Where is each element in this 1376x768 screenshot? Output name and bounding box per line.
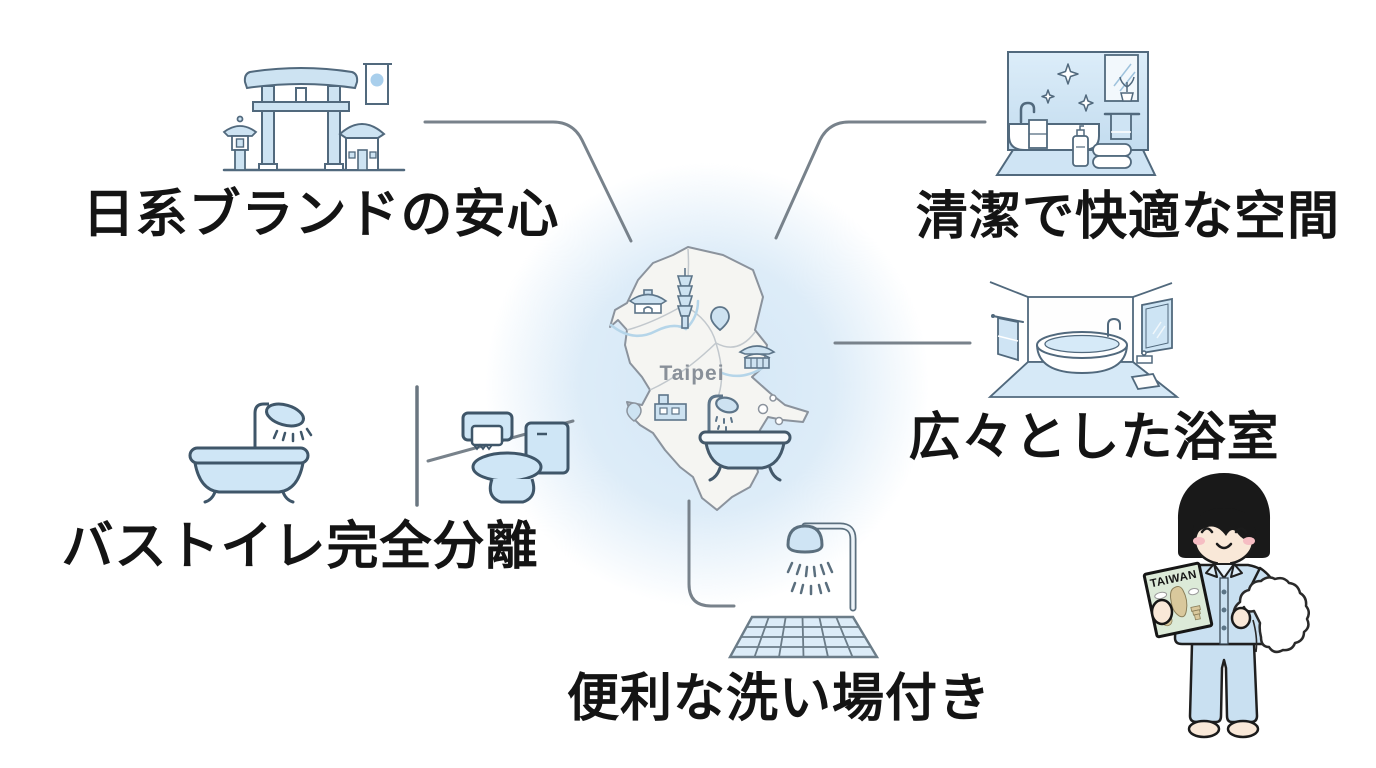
building-icon — [654, 394, 687, 421]
feature-label-spacious-bathroom: 広々とした浴室 — [908, 409, 1280, 467]
wall-towel — [991, 314, 1024, 362]
tub-faucet — [1019, 101, 1036, 124]
toilet-paper-holder — [461, 411, 514, 451]
connector-clean-space — [774, 120, 987, 240]
temple-icon — [738, 345, 776, 369]
tiled-floor — [727, 615, 880, 659]
folded-towels — [1092, 143, 1132, 169]
bathtub — [188, 446, 310, 504]
hand-fist — [1230, 606, 1252, 630]
islet-bubbles — [757, 394, 784, 426]
stone-lantern — [222, 115, 258, 171]
feature-label-separate-bath-toilet: バストイレ完全分離 — [61, 518, 539, 576]
foot-right — [1226, 719, 1260, 739]
window — [1141, 297, 1173, 355]
shower-pipe — [801, 522, 857, 612]
torii-gate — [243, 67, 359, 171]
shower-tiled-floor-icon — [727, 522, 880, 659]
shower-over-tub — [253, 402, 313, 449]
map-label: Taipei — [659, 362, 724, 385]
taipei-101-icon — [676, 268, 694, 329]
taiwan-island-shape — [1169, 586, 1188, 618]
hair-fringe — [1192, 508, 1256, 541]
feature-label-washing-area: 便利な洗い場付き — [566, 670, 991, 728]
taipei-map-illustration: Taipei — [609, 246, 809, 511]
shrine-building — [338, 123, 386, 171]
toilet — [471, 421, 570, 504]
towel-rack — [1103, 112, 1141, 140]
pajama-pants — [1188, 642, 1259, 724]
memorial-gate-icon — [628, 289, 668, 314]
feature-label-japanese-brand: 日系ブランドの安心 — [82, 186, 560, 244]
face-features — [1193, 527, 1255, 550]
connector-japanese-brand — [423, 120, 633, 243]
hanging-banner — [363, 63, 392, 105]
closed-eyes — [1200, 527, 1248, 534]
smile — [1215, 542, 1233, 550]
location-pin-icon — [710, 306, 730, 332]
bathtub-toilet-divided-icon — [188, 385, 570, 507]
shower-head — [786, 524, 824, 554]
cheek-left — [1193, 537, 1205, 545]
room-perspective-lines — [989, 281, 1178, 398]
taiwan-guidebook: TAIWAN — [1142, 561, 1214, 639]
white-towel — [1232, 576, 1310, 654]
hand-on-book — [1150, 598, 1174, 626]
wall-shower-control — [1136, 350, 1153, 364]
feature-label-clean-space: 清潔で快適な空間 — [915, 188, 1340, 246]
towel-fold-line — [1252, 619, 1258, 653]
water-drops — [786, 561, 834, 596]
map-bathtub-icon — [698, 430, 792, 482]
soap-bottle — [1072, 125, 1089, 167]
plant — [1119, 76, 1135, 102]
pajama-girl-mascot: TAIWAN — [1142, 473, 1310, 739]
drain-mat — [1130, 373, 1161, 390]
clean-bathroom-icon — [995, 51, 1157, 176]
torii-shrine-icon — [222, 63, 406, 172]
sparkle-icons — [1041, 63, 1094, 112]
collar-and-buttons — [1205, 563, 1243, 645]
cheek-right — [1243, 537, 1255, 545]
map-shower-icon — [707, 394, 739, 432]
spacious-bathroom-room-icon — [987, 281, 1180, 398]
connector-washing-area — [687, 499, 736, 608]
oval-bathtub — [1036, 331, 1128, 375]
neck — [1218, 558, 1230, 567]
lake-teardrop — [626, 402, 642, 422]
bathtub-faucet — [1107, 317, 1121, 337]
foot-left — [1187, 719, 1221, 739]
